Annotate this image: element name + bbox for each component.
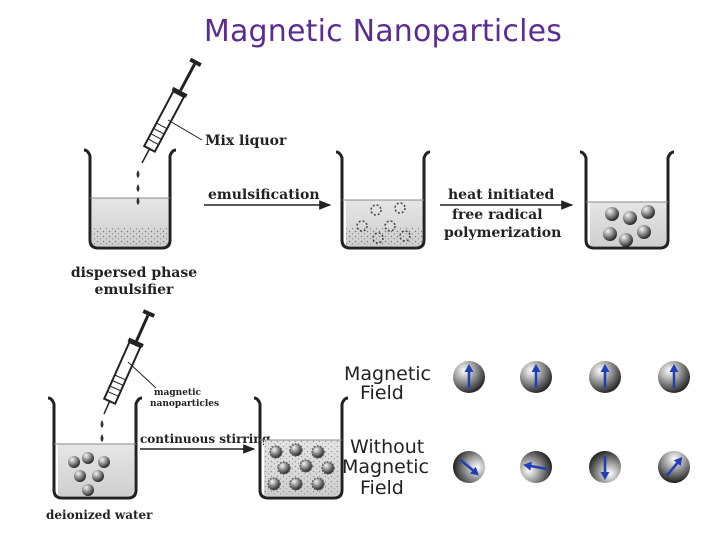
magnetic-field-label-line1: Magnetic [344,363,431,385]
polymer-sphere-icon [603,227,617,241]
nanoparticle-icon [74,470,86,482]
droplet-icon [100,420,104,428]
nanoparticle-icon [98,456,110,468]
syringe-icon [102,309,156,415]
random-moment-sphere-icon [589,451,621,483]
deionized-water-label: deionized water [46,508,153,522]
polymer-sphere-icon [641,205,655,219]
coated-particle-icon [299,459,313,473]
leader-line [167,119,203,141]
droplet-icon [394,202,406,214]
continuous-stirring-label: continuous stirring [140,432,271,446]
aligned-moment-sphere-icon [453,361,485,393]
coated-particle-icon [267,477,281,491]
aligned-moments-row [453,361,690,393]
nanoparticle-icon [68,456,80,468]
syringe-icon [141,57,202,164]
random-moments-row [453,451,690,483]
heat-initiated-label: heat initiated [448,187,555,203]
aligned-moment-sphere-icon [520,361,552,393]
beaker-polymer-spheres [579,150,675,250]
beaker-dispersed-phase [83,148,177,250]
without-field-label-line2: Magnetic [342,456,429,478]
random-moment-sphere-icon [520,451,552,483]
beaker1-caption-line1: dispersed phase [71,265,197,281]
beaker1-caption-line2: emulsifier [95,282,175,298]
droplet-icon [136,170,140,178]
droplet-icon [356,220,368,232]
coated-particle-icon [269,445,283,459]
droplet-icon [136,184,140,192]
nanoparticle-icon [82,452,94,464]
aligned-moment-sphere-icon [589,361,621,393]
polymer-sphere-icon [619,233,633,247]
emulsification-label: emulsification [208,187,320,203]
beaker-deionized-water [47,396,143,500]
droplet-icon [370,204,382,216]
coated-particle-icon [277,461,291,475]
random-moment-sphere-icon [453,451,485,483]
coated-particle-icon [289,443,303,457]
coated-particle-icon [289,477,303,491]
page-title: Magnetic Nanoparticles [203,14,563,49]
leader-line [127,361,157,389]
droplet-icon [100,434,104,442]
droplet-icon [136,197,140,205]
without-field-label-line1: Without [350,436,424,458]
nanoparticle-icon [82,484,94,496]
droplet-icon [399,230,411,242]
magnetic-nanoparticles-label-line1: magnetic [154,388,201,398]
beaker-emulsion [335,150,431,250]
beaker-stirred-suspension [253,396,349,500]
aligned-moment-sphere-icon [658,361,690,393]
coated-particle-icon [311,477,325,491]
magnetic-field-label-line2: Field [360,382,404,404]
magnetic-nanoparticles-label-line2: nanoparticles [150,399,219,409]
droplet-icon [372,232,384,244]
polymerization-label: polymerization [444,225,561,241]
free-radical-label: free radical [452,207,543,223]
random-moment-sphere-icon [658,451,690,483]
nanoparticle-icon [92,470,104,482]
droplet-icon [384,220,396,232]
polymer-sphere-icon [605,207,619,221]
coated-particle-icon [311,445,325,459]
mix-liquor-label: Mix liquor [205,133,287,149]
coated-particle-icon [321,461,335,475]
polymer-sphere-icon [623,211,637,225]
without-field-label-line3: Field [360,477,404,499]
polymer-sphere-icon [637,225,651,239]
